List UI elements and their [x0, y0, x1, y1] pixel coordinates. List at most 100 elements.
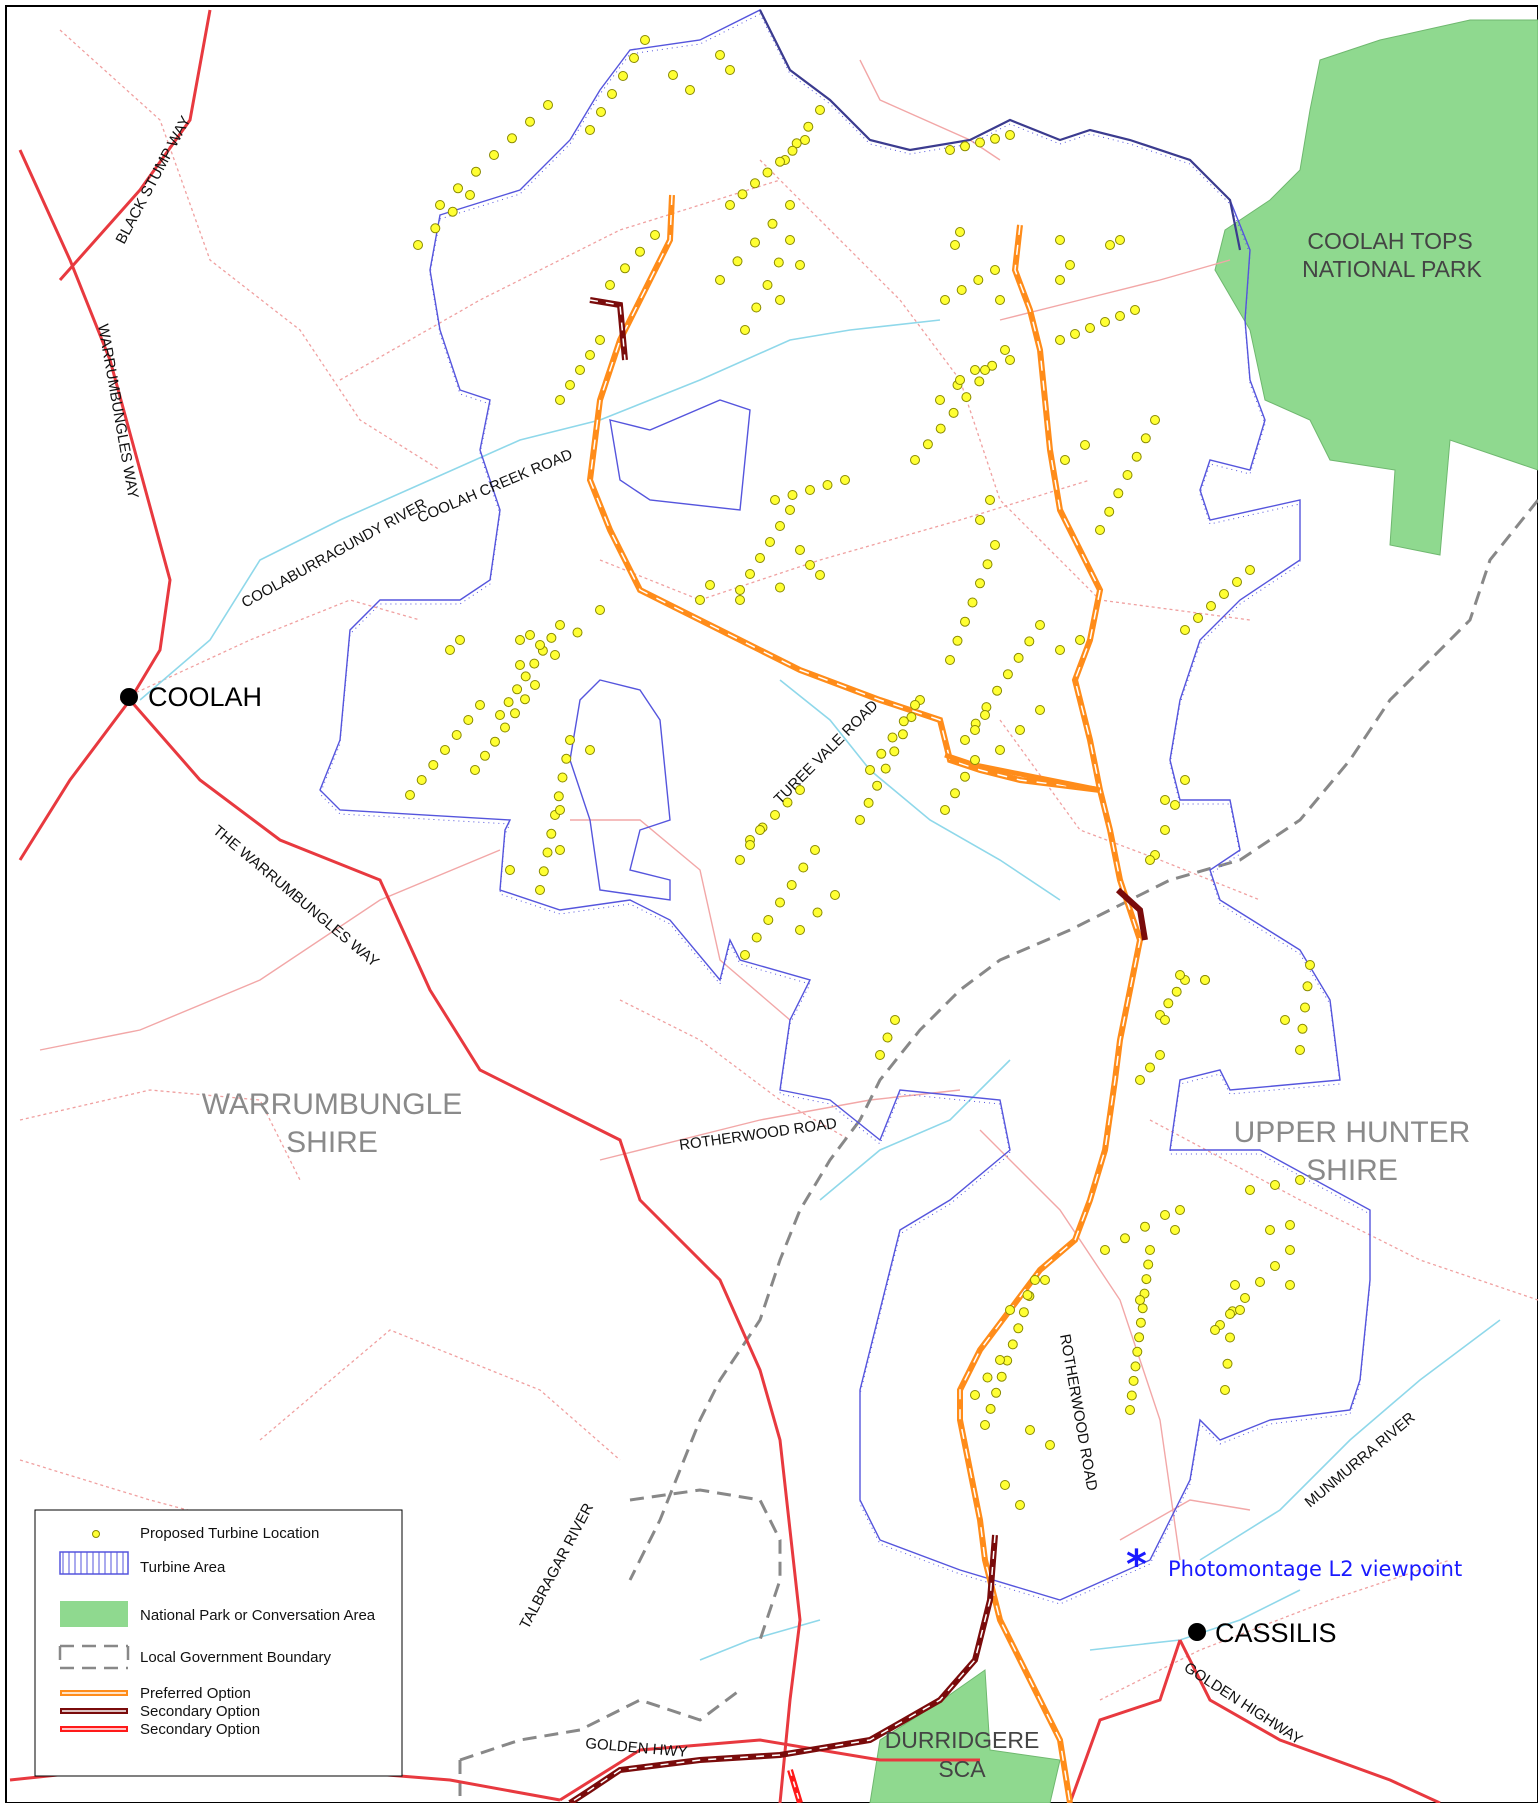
- turbine-locations: [405, 35, 1315, 1510]
- turbine-marker: [882, 1032, 893, 1043]
- turbine-marker: [985, 1403, 996, 1414]
- turbine-marker: [447, 206, 458, 217]
- turbine-marker: [737, 189, 748, 200]
- turbine-marker: [1180, 775, 1190, 785]
- turbine-marker: [1040, 1275, 1050, 1285]
- turbine-marker: [1150, 415, 1160, 425]
- turbine-marker: [1134, 1332, 1145, 1343]
- turbine-marker: [890, 1015, 900, 1025]
- turbine-marker: [1095, 525, 1105, 535]
- park-label-coolah-tops-line1: COOLAH TOPS: [1307, 228, 1472, 254]
- turbine-marker: [1170, 800, 1180, 810]
- turbine-marker: [1270, 1180, 1280, 1190]
- turbine-marker: [555, 620, 565, 630]
- turbine-marker: [751, 302, 762, 313]
- turbine-marker: [805, 485, 815, 495]
- turbine-marker: [935, 423, 946, 434]
- northern-boundary: [759, 9, 1242, 251]
- turbine-marker: [1030, 1275, 1040, 1285]
- turbine-marker: [751, 932, 762, 943]
- turbine-marker: [1113, 488, 1124, 499]
- turbine-marker: [495, 710, 505, 720]
- turbine-marker: [565, 380, 575, 390]
- shire-label-warrumbungle-line2: SHIRE: [286, 1126, 378, 1159]
- local-government-boundary: [458, 499, 1538, 1803]
- turbine-marker: [840, 475, 850, 485]
- turbine-marker: [798, 862, 809, 873]
- town-marker-cassilis: [1188, 1623, 1206, 1641]
- turbine-marker: [445, 645, 455, 655]
- turbine-marker: [750, 237, 760, 248]
- turbine-marker: [800, 135, 810, 145]
- turbine-marker: [1130, 1361, 1141, 1372]
- legend-label-secondary-dark: Secondary Option: [140, 1703, 260, 1720]
- turbine-marker: [960, 141, 970, 152]
- turbine-marker: [1232, 577, 1242, 587]
- turbine-marker: [620, 263, 630, 274]
- turbine-marker: [595, 335, 605, 345]
- turbine-marker: [575, 365, 585, 375]
- turbine-marker: [990, 540, 1000, 550]
- turbine-marker: [470, 765, 480, 775]
- rivers: [139, 319, 1501, 1661]
- turbine-marker: [948, 407, 959, 418]
- turbine-marker: [1002, 669, 1013, 680]
- turbine-area-icon: [59, 1551, 129, 1575]
- turbine-marker: [553, 791, 564, 802]
- turbine-marker: [1145, 1062, 1155, 1073]
- turbine-marker: [405, 790, 415, 800]
- turbine-marker: [945, 145, 955, 155]
- town-coolah: COOLAH: [120, 682, 262, 712]
- turbine-marker: [413, 240, 423, 250]
- turbine-marker: [770, 810, 780, 820]
- turbine-marker: [530, 680, 540, 690]
- turbine-marker: [1005, 130, 1015, 140]
- turbine-marker: [546, 828, 557, 839]
- turbine-marker: [970, 365, 980, 375]
- turbine-marker: [1295, 1175, 1305, 1185]
- turbine-marker: [525, 630, 535, 640]
- turbine-marker: [995, 1355, 1005, 1365]
- turbine-marker: [555, 395, 565, 405]
- turbine-marker: [1171, 986, 1182, 997]
- shire-labels: WARRUMBUNGLE SHIRE UPPER HUNTER SHIRE: [202, 1088, 1471, 1187]
- turbine-marker: [489, 150, 499, 160]
- viewpoint-label: Photomontage L2 viewpoint: [1168, 1557, 1462, 1581]
- viewpoint-asterisk-icon: *: [1126, 1542, 1147, 1588]
- turbine-marker: [1240, 1293, 1250, 1303]
- turbine-marker: [830, 890, 840, 900]
- turbine-marker: [745, 569, 755, 579]
- turbine-marker: [906, 712, 917, 723]
- turbine-marker: [980, 365, 990, 375]
- turbine-marker: [1060, 455, 1070, 465]
- turbine-marker: [1295, 1045, 1305, 1055]
- shire-label-upper-hunter-line2: SHIRE: [1306, 1154, 1398, 1187]
- turbine-marker: [767, 218, 778, 229]
- turbine-marker: [546, 632, 557, 643]
- turbine-marker: [695, 595, 705, 605]
- turbine-marker: [520, 671, 531, 682]
- turbine-marker: [1285, 1245, 1295, 1255]
- turbine-marker: [428, 760, 439, 770]
- turbine-marker: [1235, 1305, 1245, 1315]
- park-label-coolah-tops-line2: NATIONAL PARK: [1302, 256, 1482, 282]
- turbine-marker: [1075, 635, 1085, 645]
- turbine-marker: [955, 227, 965, 237]
- turbine-marker: [996, 1371, 1007, 1382]
- turbine-marker: [745, 840, 755, 850]
- turbine-marker: [970, 725, 980, 735]
- legend-label-preferred: Preferred Option: [140, 1685, 251, 1702]
- turbine-marker: [1135, 1295, 1145, 1305]
- turbine-marker: [795, 785, 805, 795]
- turbine-marker: [1145, 855, 1155, 865]
- turbine-marker: [1175, 970, 1185, 980]
- turbine-marker: [1155, 1050, 1165, 1060]
- turbine-marker: [1125, 1405, 1135, 1415]
- shire-label-upper-hunter-line1: UPPER HUNTER: [1234, 1116, 1471, 1149]
- turbine-marker: [500, 722, 510, 733]
- turbine-marker: [535, 885, 545, 895]
- turbine-marker: [1230, 1280, 1240, 1290]
- turbine-marker: [1132, 1346, 1143, 1357]
- turbine-marker: [1018, 1307, 1029, 1318]
